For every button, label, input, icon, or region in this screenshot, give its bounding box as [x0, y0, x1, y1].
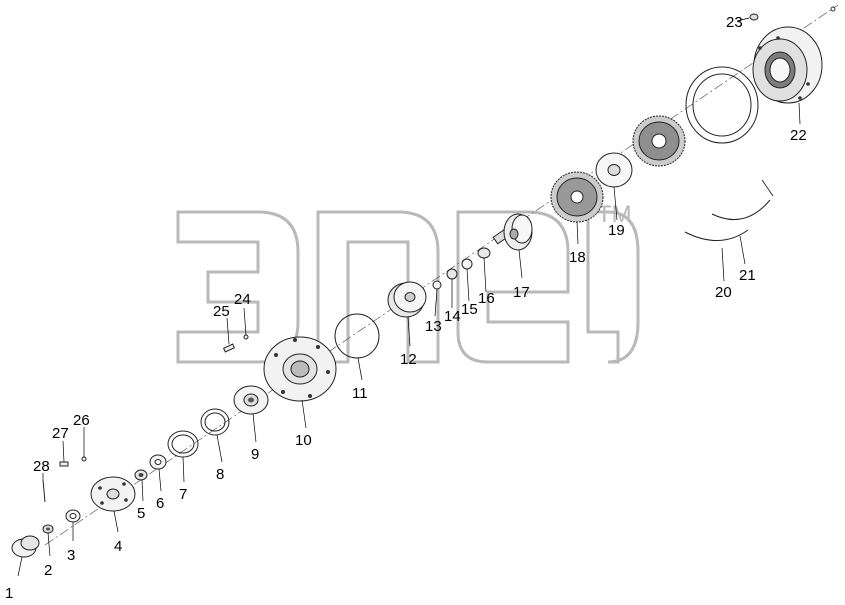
label-3: 3	[67, 547, 75, 564]
part-17-shaft-gear	[492, 213, 533, 251]
part-12-disc	[387, 281, 427, 318]
label-7: 7	[179, 486, 187, 503]
part-22-drum	[752, 26, 823, 104]
part-8-ring	[200, 408, 230, 436]
part-26-27-28-fasteners	[42, 456, 87, 503]
label-18: 18	[569, 249, 586, 266]
label-4: 4	[114, 538, 122, 555]
leader-lines	[17, 17, 801, 577]
label-5: 5	[137, 505, 145, 522]
label-13: 13	[425, 318, 442, 335]
part-number-labels: 1 2 3 4 5 6 7 8 9 10 11 12 13 14 15 16 1…	[5, 14, 807, 602]
watermark-logo: TM	[176, 201, 640, 364]
part-13-ring	[432, 280, 442, 290]
label-15: 15	[461, 301, 478, 318]
part-14-ring	[446, 268, 458, 280]
part-7-ring	[167, 430, 199, 458]
label-24: 24	[234, 291, 251, 308]
label-20: 20	[715, 284, 732, 301]
part-9-hub	[233, 385, 269, 415]
label-16: 16	[478, 290, 495, 307]
part-4-cover	[90, 476, 136, 512]
label-8: 8	[216, 466, 224, 483]
label-26: 26	[73, 412, 90, 429]
label-12: 12	[400, 351, 417, 368]
label-17: 17	[513, 284, 530, 301]
label-23: 23	[726, 14, 743, 31]
label-2: 2	[44, 562, 52, 579]
part-6-washer	[149, 454, 167, 470]
part-friction-plate	[632, 115, 686, 167]
part-23-bolt	[749, 13, 759, 21]
label-1: 1	[5, 585, 13, 602]
label-19: 19	[608, 222, 625, 239]
label-14: 14	[444, 308, 461, 325]
label-11: 11	[352, 385, 368, 402]
assembly-axis	[44, 4, 839, 546]
label-9: 9	[251, 446, 259, 463]
part-20-21-brake-shoes	[684, 66, 774, 241]
label-10: 10	[295, 432, 312, 449]
part-16-ring	[477, 247, 491, 259]
part-18-gear-plate	[550, 171, 604, 223]
label-25: 25	[213, 303, 230, 320]
label-6: 6	[156, 495, 164, 512]
part-1-cap	[11, 535, 40, 558]
part-3-ring	[65, 509, 81, 523]
part-2-nut	[42, 524, 54, 534]
label-28: 28	[33, 458, 50, 475]
part-19-disc	[595, 152, 633, 188]
corner-dot	[830, 6, 836, 12]
watermark-trademark: TM	[597, 201, 632, 228]
part-10-housing	[263, 336, 337, 402]
part-15-ring	[461, 258, 473, 270]
part-11-o-ring	[334, 313, 380, 359]
part-5-nut	[134, 469, 148, 481]
label-21: 21	[739, 267, 756, 284]
label-27: 27	[52, 425, 69, 442]
label-22: 22	[790, 127, 807, 144]
